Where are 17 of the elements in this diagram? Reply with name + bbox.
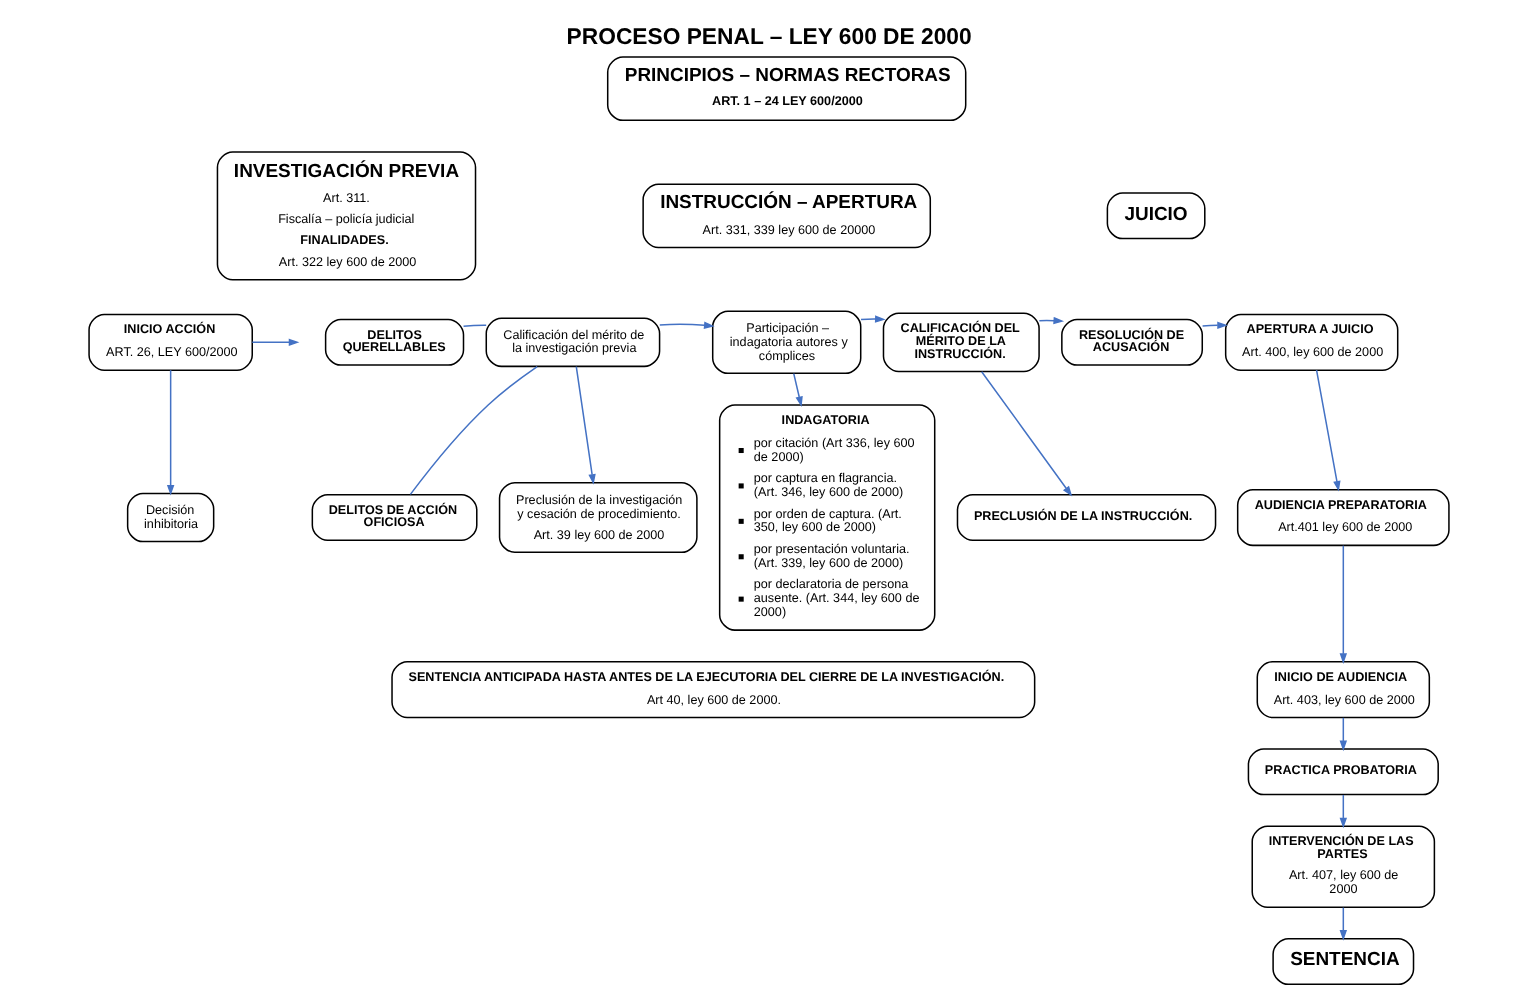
arrow	[1338, 794, 1347, 829]
arrow	[165, 369, 174, 496]
arrow	[574, 365, 595, 485]
node-box: JUICIO	[1105, 192, 1205, 240]
node-box: SENTENCIA	[1271, 938, 1414, 986]
arrow	[979, 370, 1072, 497]
arrow	[658, 321, 714, 329]
arrow	[792, 372, 802, 408]
arrow	[1338, 906, 1347, 941]
arrow	[859, 315, 885, 323]
arrow	[1338, 544, 1347, 664]
arrow	[250, 338, 299, 347]
connector	[461, 324, 486, 327]
connector	[408, 365, 537, 496]
arrow	[1314, 369, 1340, 492]
diagram-title: PROCESO PENAL – LEY 600 DE 2000	[565, 25, 971, 50]
arrow	[1338, 717, 1347, 752]
